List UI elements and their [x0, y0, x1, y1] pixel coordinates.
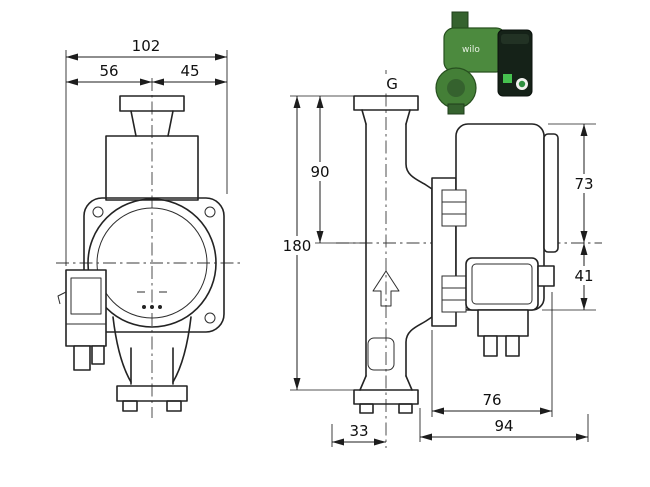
side-pipe [353, 95, 433, 414]
side-top-flange [353, 95, 419, 111]
front-dimensions: 102 56 45 [65, 37, 228, 266]
connection-label: G [382, 74, 402, 93]
cable-gland [483, 335, 498, 357]
cable-hook [57, 291, 67, 305]
photo-top-port [451, 11, 469, 29]
front-bottom-flange [112, 316, 192, 412]
side-bottom-flange [353, 389, 419, 405]
dim-width-right: 45 [180, 62, 199, 80]
control-knob [537, 265, 555, 287]
cable-gland [91, 345, 105, 365]
dim-flange-to-axis: 90 [310, 163, 329, 181]
front-top-flange [119, 95, 185, 137]
dim-axis-to-module-bottom: 41 [574, 267, 593, 285]
photo-led-display [503, 74, 512, 83]
clamp-bolts [441, 189, 467, 313]
thread-size-label: G [386, 75, 398, 93]
side-dimensions-right: 73 41 [542, 123, 598, 311]
dim-width-left: 56 [99, 62, 118, 80]
product-photo: wilo [435, 11, 533, 115]
dim-overall-width: 102 [132, 37, 161, 55]
brand-label: wilo [462, 45, 480, 55]
dim-motor-depth: 76 [482, 391, 501, 409]
terminal-box [477, 309, 529, 337]
front-upper-body [105, 135, 199, 201]
cable-gland [505, 335, 520, 357]
side-view: G 90 180 73 41 76 [279, 70, 602, 448]
dim-overall-depth: 94 [494, 417, 513, 435]
side-dimensions-bottom: 76 94 33 [331, 292, 589, 447]
flow-direction-arrow [372, 270, 400, 307]
dim-port-to-port: 180 [283, 237, 312, 255]
front-indicator-dot [142, 305, 146, 309]
side-control-module [465, 257, 555, 357]
front-indicator-dot [150, 305, 154, 309]
photo-volute-hub [447, 79, 465, 97]
dim-axis-setback: 33 [349, 422, 368, 440]
motor-face-cap [543, 133, 559, 253]
photo-bottom-port [447, 103, 465, 115]
dim-axis-to-motor-top: 73 [574, 175, 593, 193]
front-view: 102 56 45 [56, 37, 242, 418]
cable-gland [73, 345, 91, 371]
front-indicator-dot [158, 305, 162, 309]
side-dimensions-left: 90 180 [279, 95, 366, 391]
front-control-box [57, 269, 107, 371]
photo-module-bevel [501, 34, 529, 44]
photo-logo-dot [518, 80, 526, 88]
front-pump-housing [87, 198, 217, 328]
nameplate [367, 337, 395, 371]
